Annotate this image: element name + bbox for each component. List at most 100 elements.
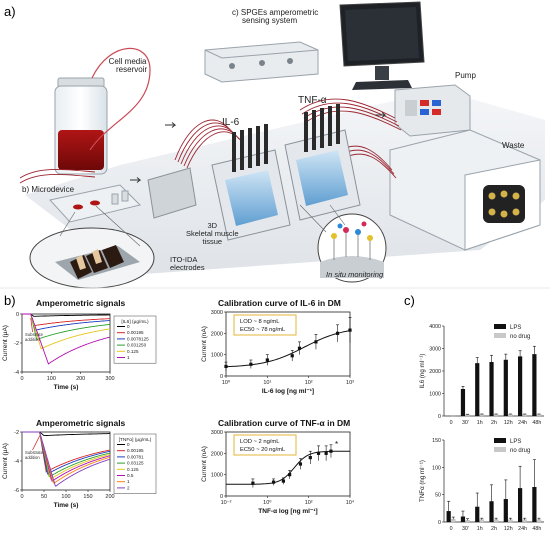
x-axis-label: TNF-α log [ng ml⁻¹] [258, 508, 317, 515]
reservoir-label: Cell media reservoir [108, 57, 148, 75]
tissue-label-line2: Skeletal muscle [186, 228, 239, 238]
y-tick-label: 0 [16, 312, 19, 318]
x-tick-label: 50 [41, 494, 47, 500]
data-point [308, 456, 312, 460]
reservoir-label-line1: Cell media [108, 57, 147, 66]
y-tick-label: -2 [14, 341, 19, 347]
legend-label: LPS [510, 325, 521, 331]
legend-label: no drug [510, 334, 530, 340]
legend-label: 0.00195 [127, 448, 144, 453]
annotation-lod: LOD ~ 8 ng/mL [240, 319, 280, 325]
legend-label: 0 [127, 442, 130, 447]
plot-frame [225, 311, 351, 377]
data-point [271, 480, 276, 484]
bar-no-drug [508, 414, 513, 417]
x-tick-label: 100 [47, 376, 56, 382]
tissue-label-line1: 3D [207, 221, 218, 230]
x-axis-label: Time (s) [54, 502, 79, 509]
x-tick-label: 150 [83, 494, 92, 500]
il6-sensor-chamber [211, 124, 291, 241]
y-tick-label: 100 [432, 465, 441, 471]
y-tick-label: 0 [220, 494, 223, 500]
substrate-label-line1: Substrate [25, 450, 44, 455]
x-tick-label: 10⁰ [222, 379, 231, 386]
x-tick-label: 10² [305, 500, 313, 506]
x-tick-label: 48h [532, 420, 541, 426]
signal-line [22, 313, 111, 341]
x-tick-label: 100 [61, 494, 70, 500]
y-axis-label: TNFα (ng ml⁻¹) [419, 460, 426, 502]
x-tick-label: 24h [518, 420, 527, 426]
panel-b-letter: b) [4, 293, 16, 308]
tnf-sensor-chamber [284, 104, 361, 221]
legend-label: 0.5 [127, 473, 134, 478]
data-point [224, 364, 228, 368]
bar-no-drug [493, 414, 499, 417]
y-tick-label: 1000 [429, 392, 441, 398]
legend-swatch [494, 438, 506, 443]
data-point [251, 481, 255, 485]
legend-title: [TNFα] (μg/mL) [119, 437, 152, 443]
y-tick-label: 3000 [211, 310, 223, 316]
bar-lps [489, 501, 494, 522]
signal-line [22, 313, 111, 327]
y-tick-label: 0 [438, 414, 441, 420]
data-point [288, 473, 292, 477]
microdevice [49, 184, 141, 223]
y-tick-label: 1000 [211, 473, 223, 479]
y-tick-label: 3000 [429, 347, 441, 353]
data-point [249, 362, 253, 366]
bar-no-drug [508, 519, 513, 523]
bar-no-drug [522, 519, 527, 523]
y-tick-label: 0 [220, 374, 223, 380]
bar-no-drug [493, 519, 499, 523]
legend-label: 0 [127, 324, 130, 329]
x-tick-label: 30' [462, 526, 469, 532]
legend-swatch [494, 324, 506, 329]
cal2-title: Calibration curve of TNF-α in DM [218, 418, 351, 428]
panel-a-letter: a) [4, 4, 16, 19]
data-point [329, 449, 333, 453]
flow-arrows [130, 112, 387, 183]
sensing-label-line1: c) SPGEs amperometric [232, 8, 319, 17]
tnf-label: TNF-α [298, 95, 327, 106]
bar-lps [475, 506, 480, 522]
bar-no-drug [465, 414, 470, 417]
reservoir-label-line2: reservoir [116, 65, 148, 75]
legend-label: 0.125 [127, 467, 139, 472]
ito-ida-label: ITO-IDA electrodes [170, 256, 205, 272]
pump-unit [394, 84, 471, 137]
bar-lps [460, 516, 466, 522]
substrate-arrow [32, 435, 40, 451]
x-tick-label: 10² [305, 380, 313, 386]
bar-lps [518, 488, 523, 522]
x-axis-label: IL-6 log [ng ml⁻¹] [262, 388, 314, 395]
data-point [298, 462, 303, 466]
legend-label: no drug [510, 448, 530, 454]
bar-no-drug [522, 414, 527, 417]
data-point [281, 479, 286, 483]
tissue-label-line3: tissue [202, 236, 223, 246]
legend-box [113, 315, 157, 364]
computer-monitor [339, 1, 425, 90]
x-tick-label: 0 [20, 494, 23, 500]
legend-label: LPS [510, 439, 521, 445]
fit-curve [225, 330, 351, 368]
signal-line [22, 313, 111, 350]
legend-title: [IL6] (μg/mL) [121, 319, 149, 325]
legend-label: 0.00195 [127, 330, 144, 335]
x-tick-label: 200 [105, 494, 114, 500]
bar-lps [532, 354, 537, 416]
data-point [297, 346, 302, 350]
x-tick-label: 300 [105, 376, 114, 382]
x-tick-label: 2h [491, 526, 497, 532]
amp1-title: Amperometric signals [36, 298, 126, 308]
legend-label: 0.125 [127, 349, 139, 354]
plot-frame [21, 313, 111, 373]
panel-c-letter: c) [404, 293, 415, 308]
amp2-title: Amperometric signals [36, 418, 126, 428]
